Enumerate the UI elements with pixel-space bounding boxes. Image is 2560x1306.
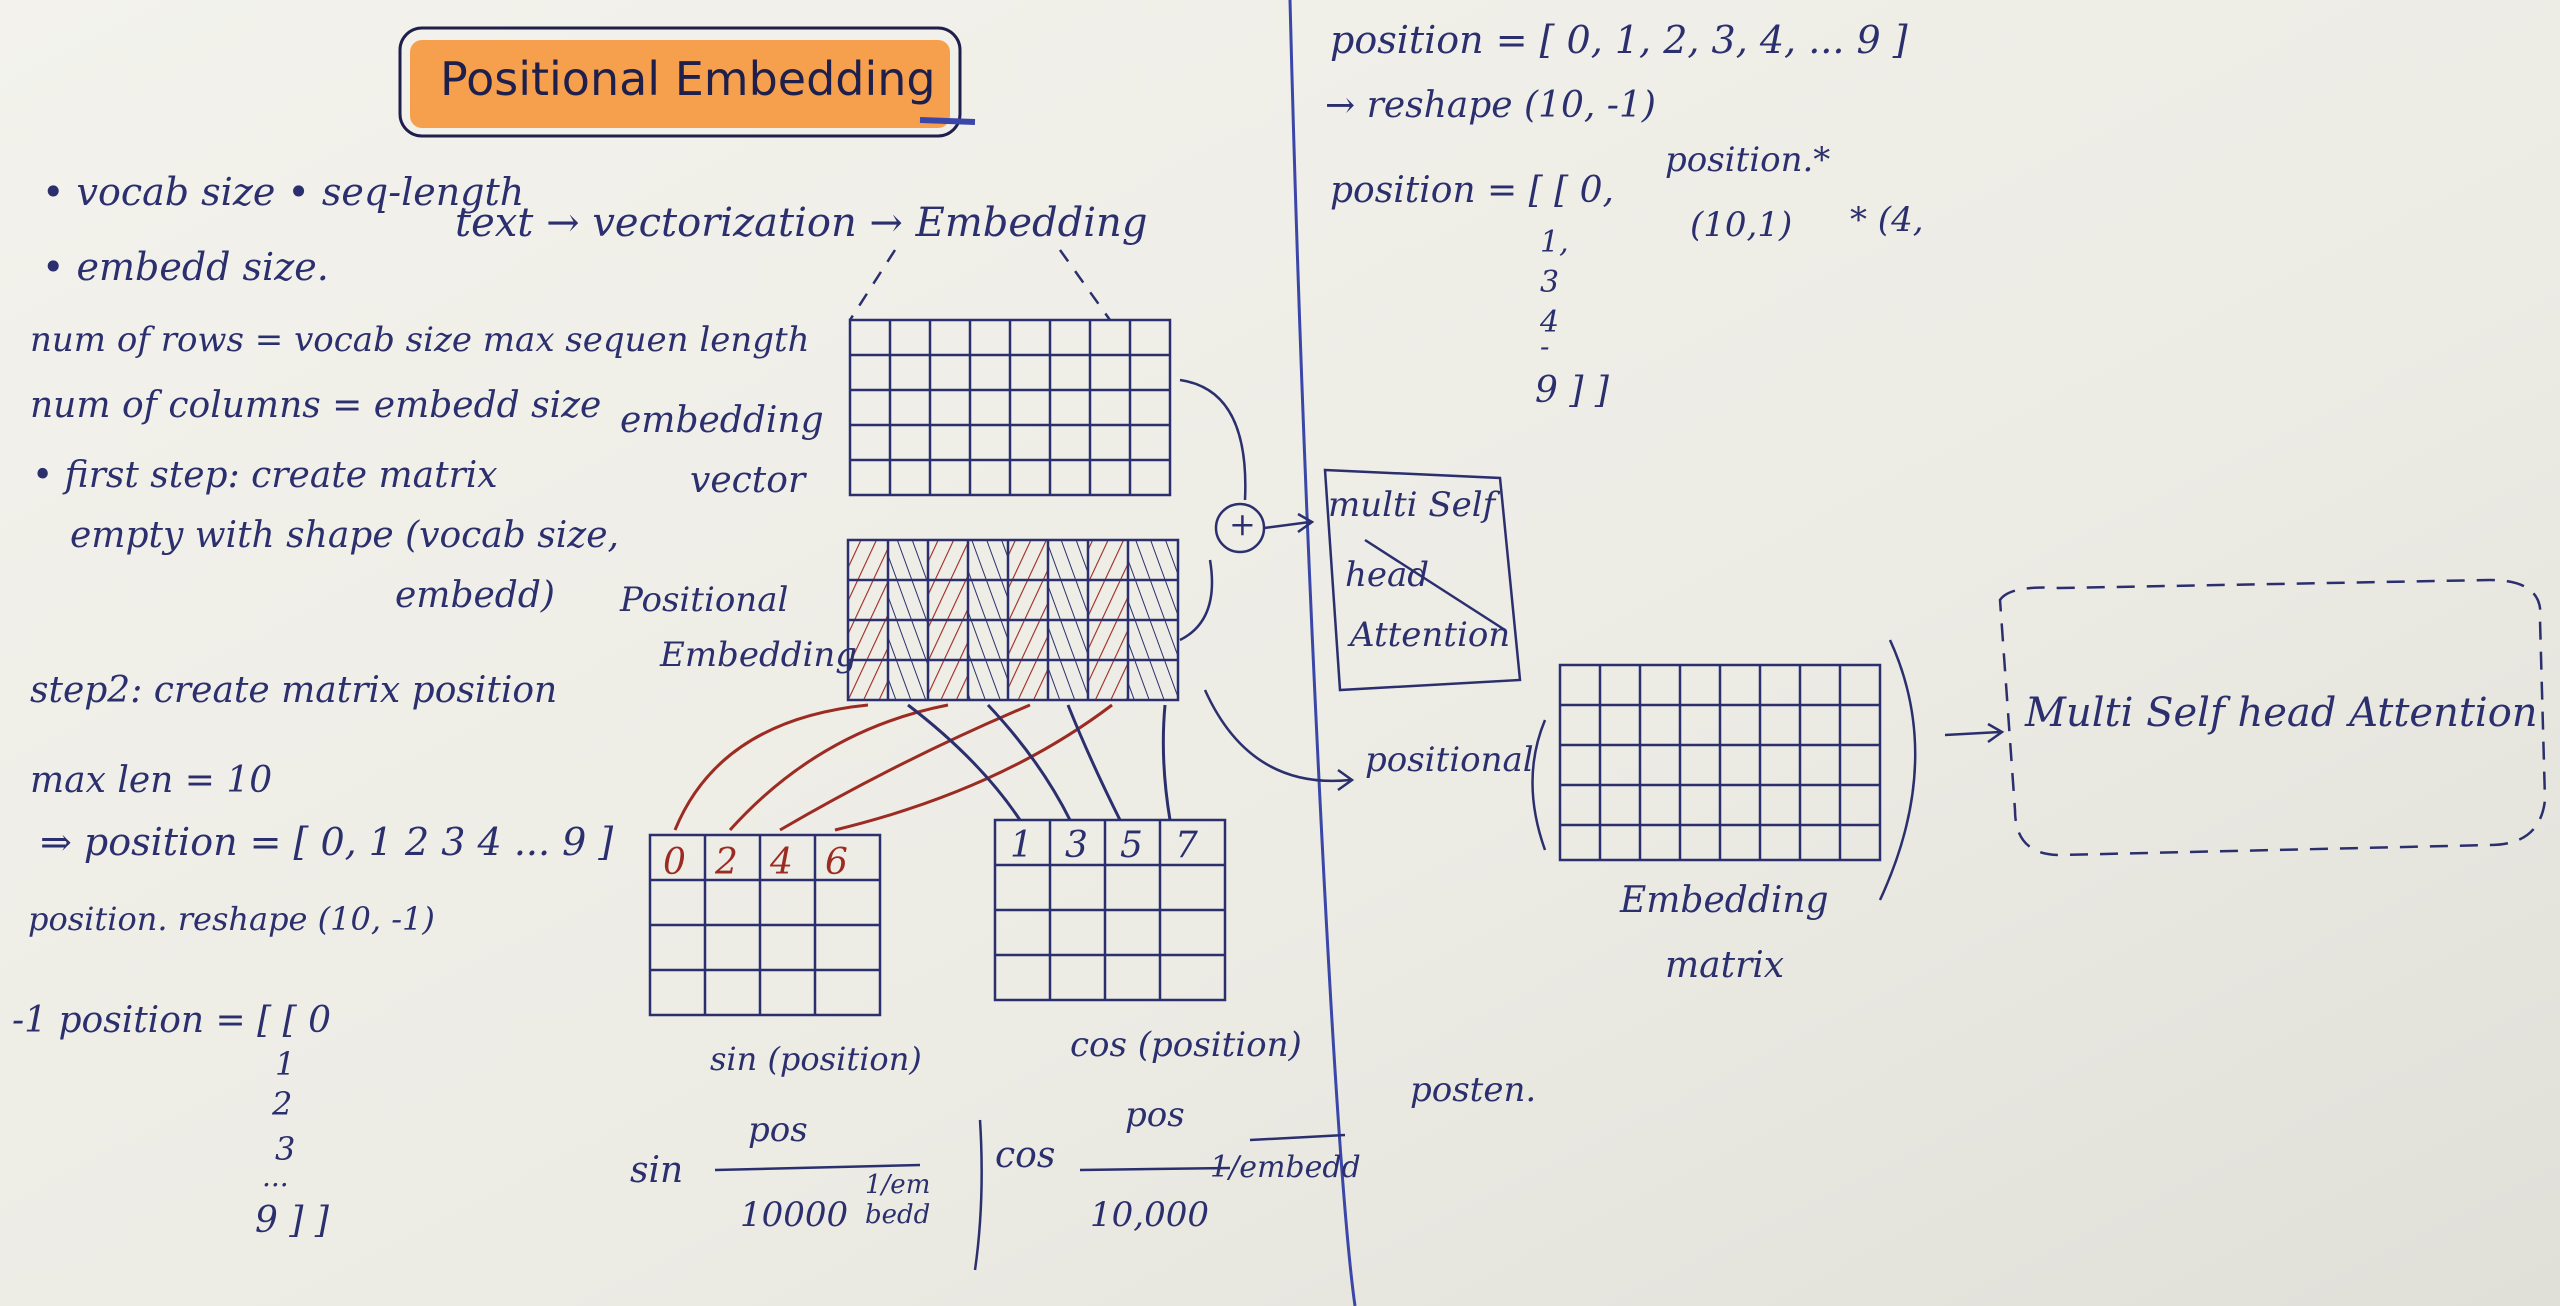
cos-position-label: cos (position) [1070, 1025, 1302, 1065]
msha-small-label-3: Attention [1350, 615, 1511, 655]
cos-digit-7: 7 [1175, 825, 1198, 866]
formula-lines [714, 1119, 1346, 1271]
plus-sign: + [1229, 505, 1256, 543]
note-bullet-vocab: • vocab size • seq-length [42, 170, 525, 214]
title-box [398, 26, 976, 138]
note-rows: num of rows = vocab size max sequen leng… [30, 320, 810, 360]
sin-formula-den: 10000 [740, 1195, 849, 1235]
cos-formula-exp: 1/embedd [1210, 1150, 1361, 1185]
note-position-list: ⇒ position = [ 0, 1 2 3 4 ... 9 ] [40, 820, 614, 864]
note-position-column: -1 position = [ [ 0 [12, 1000, 331, 1041]
cos-arrows [907, 703, 1172, 821]
right-n3: 3 [1540, 265, 1560, 300]
cos-digit-1: 1 [1010, 825, 1033, 866]
note-first-step: • first step: create matrix [32, 455, 498, 496]
note-maxlen: max len = 10 [30, 760, 273, 801]
attention-dashed-box [1998, 578, 2547, 857]
right-position-nested: position = [ [ 0, [1330, 170, 1614, 211]
sin-position-label: sin (position) [710, 1040, 922, 1078]
note-col-end: 9 ] ] [255, 1200, 329, 1241]
note-bullet-embedd: • embedd size. [42, 245, 329, 289]
sin-digit-6: 6 [825, 842, 848, 883]
sin-digit-4: 4 [770, 842, 793, 883]
cos-formula-prefix: cos [995, 1135, 1056, 1176]
positional-arrow [1203, 689, 1355, 792]
sin-grid [648, 833, 882, 1017]
sin-formula-exp: 1/em bedd [865, 1170, 931, 1230]
msha-small-label-2: head [1345, 555, 1430, 595]
cos-formula-den: 10,000 [1090, 1195, 1209, 1235]
note-first-step-shape: empty with shape (vocab size, [70, 515, 619, 556]
note-cols: num of columns = embedd size [30, 385, 602, 426]
right-reshape: → reshape (10, -1) [1325, 85, 1656, 126]
flow-text: text → vectorization → Embedding [455, 200, 1148, 246]
right-n4: 4 [1540, 305, 1560, 340]
embedding-matrix-label-2: matrix [1665, 945, 1785, 986]
note-col-3: 3 [275, 1130, 296, 1168]
note-col-1: 1 [275, 1045, 296, 1083]
dashed-funnel [848, 249, 1112, 321]
note-col-2: 2 [272, 1085, 293, 1123]
right-shape: (10,1) [1690, 205, 1793, 245]
embedding-matrix-label-1: Embedding [1620, 880, 1829, 921]
cos-digit-5: 5 [1120, 825, 1143, 866]
positional-embedding-grid [846, 538, 1180, 702]
sin-digit-2: 2 [715, 842, 738, 883]
cos-digit-3: 3 [1065, 825, 1088, 866]
right-n1: 1, [1540, 225, 1569, 260]
right-position-list: position = [ 0, 1, 2, 3, 4, ... 9 ] [1330, 18, 1908, 62]
note-first-step-embedd: embedd) [395, 575, 555, 616]
positional-embedding-label-1: Positional [620, 580, 789, 620]
positional-embedding-label-2: Embedding [660, 635, 858, 675]
positional-label: positional [1365, 740, 1534, 780]
note-reshape: position. reshape (10, -1) [28, 900, 435, 938]
cos-formula-num: pos [1125, 1095, 1185, 1135]
cos-grid [993, 818, 1227, 1002]
right-ndash: - [1540, 330, 1550, 363]
sin-formula-num: pos [748, 1110, 808, 1150]
posten-label: posten. [1410, 1070, 1537, 1110]
msha-small-label-1: multi Self [1328, 485, 1496, 525]
page-title: Positional Embedding [440, 52, 936, 106]
embedding-matrix-grid [1531, 639, 2005, 901]
right-times: * (4, [1850, 200, 1924, 240]
msha-small-box [1323, 468, 1522, 692]
embedding-vector-label-2: vector [690, 460, 806, 501]
sin-digit-0: 0 [663, 842, 686, 883]
page-divider [1288, 0, 1357, 1306]
right-nend: 9 ] ] [1535, 370, 1609, 411]
sum-connectors [1179, 378, 1315, 642]
right-position-star: position.* [1665, 140, 1831, 180]
msha-dashed-label: Multi Self head Attention [2025, 690, 2538, 736]
note-step2: step2: create matrix position [30, 670, 558, 711]
note-col-dots: ... [262, 1160, 289, 1193]
embedding-vector-label-1: embedding [620, 400, 824, 441]
sin-formula-prefix: sin [630, 1150, 684, 1191]
embedding-vector-grid [848, 318, 1172, 497]
